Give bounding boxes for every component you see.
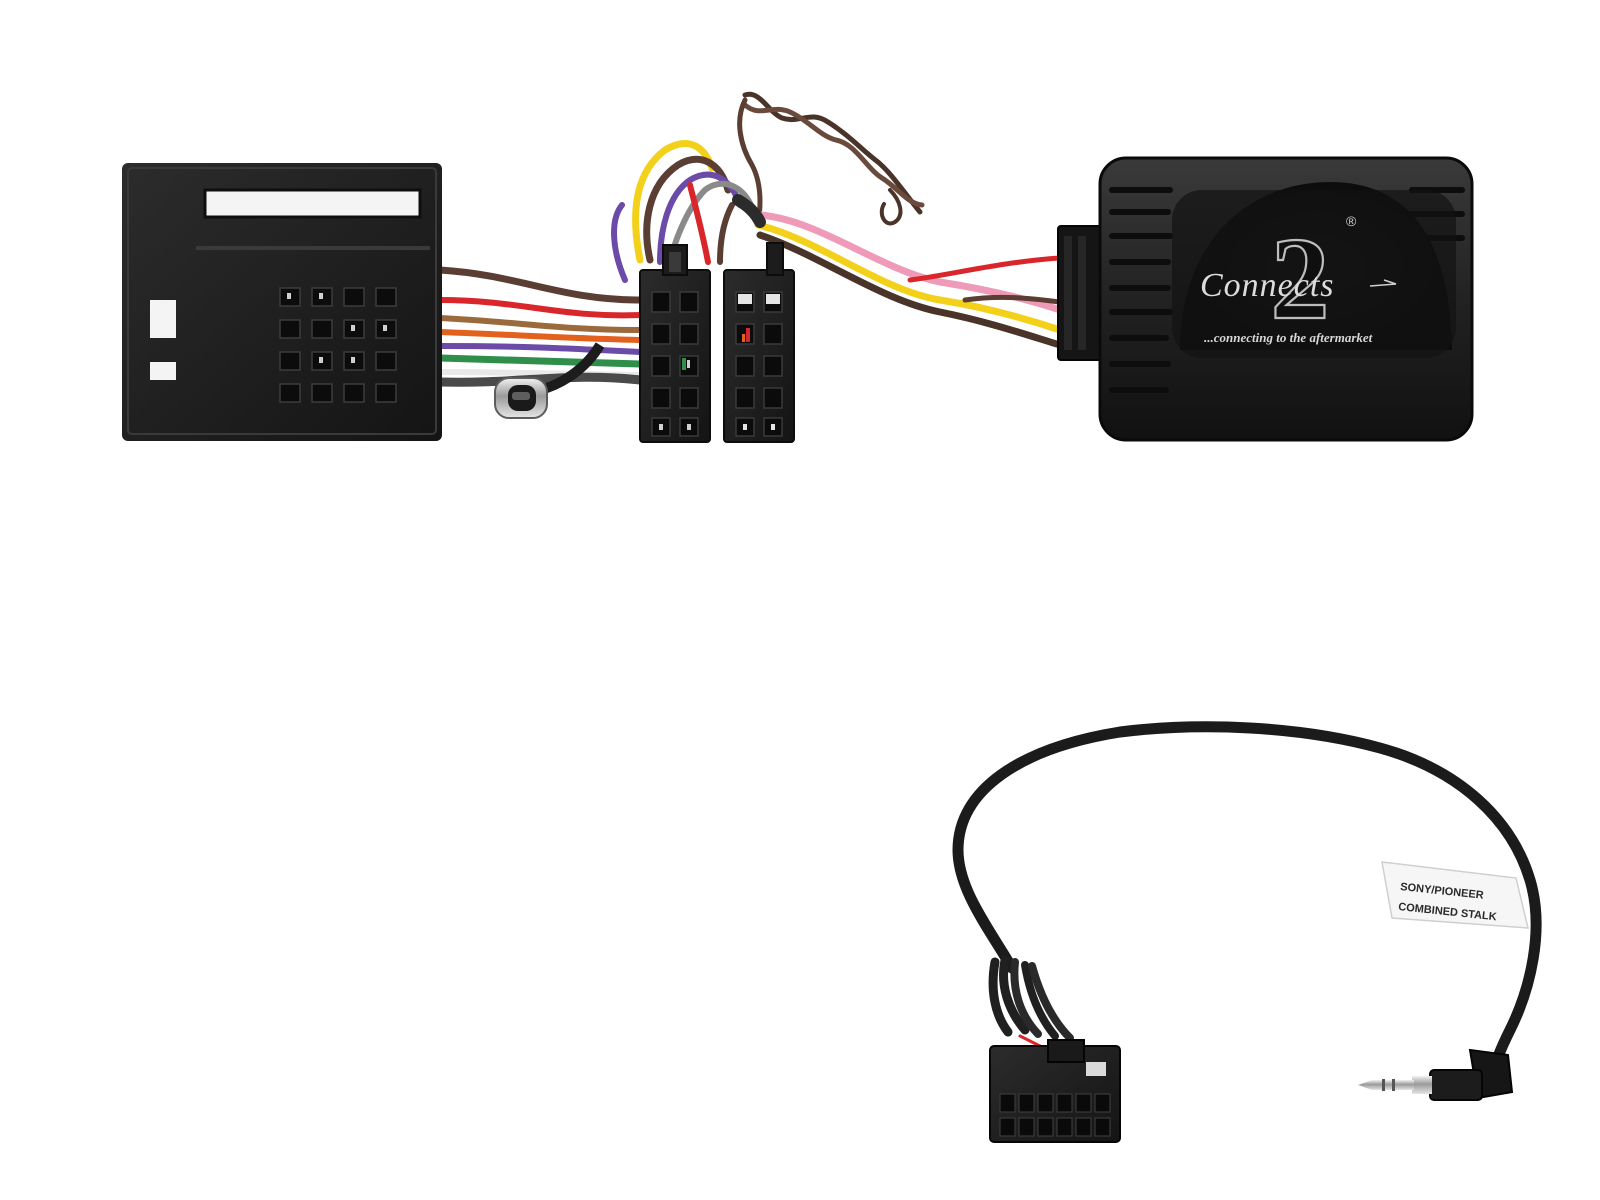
- patch-lead-cable: [952, 721, 1542, 1091]
- iso-connector-left: [639, 244, 711, 443]
- logo-registered-mark: ®: [1346, 213, 1357, 229]
- quadlock-wire-bundle: [435, 266, 645, 387]
- right-angle-3.5mm-jack: [1358, 1048, 1514, 1101]
- twisted-wire-pair: [737, 91, 925, 228]
- logo-numeral: 2: [1271, 213, 1330, 344]
- iso-wire-loom: [611, 140, 758, 283]
- molex-wire-fan: [988, 955, 1074, 1048]
- quadlock-connector: [122, 163, 442, 441]
- logo-brand-word: Connects: [1200, 267, 1335, 304]
- connects2-logo: 2 ® Connects ...connecting to the afterm…: [1200, 212, 1397, 345]
- logo-tagline: ...connecting to the aftermarket: [1204, 330, 1373, 345]
- radio-patch-lead: SONY/PIONEER COMBINED STALK: [952, 721, 1542, 1143]
- steering-control-harness: 2 ® Connects ...connecting to the afterm…: [122, 91, 1474, 443]
- cable-label-tag: SONY/PIONEER COMBINED STALK: [1381, 861, 1529, 929]
- box-wire-bundle: [732, 194, 1064, 349]
- iso-connector-right: [723, 242, 795, 443]
- aerial-jack-socket: [494, 342, 605, 419]
- molex-12-pin-plug: [989, 1039, 1121, 1143]
- control-interface-box: 2 ® Connects ...connecting to the afterm…: [1098, 156, 1474, 442]
- quadlock-pin-grid: [279, 287, 397, 403]
